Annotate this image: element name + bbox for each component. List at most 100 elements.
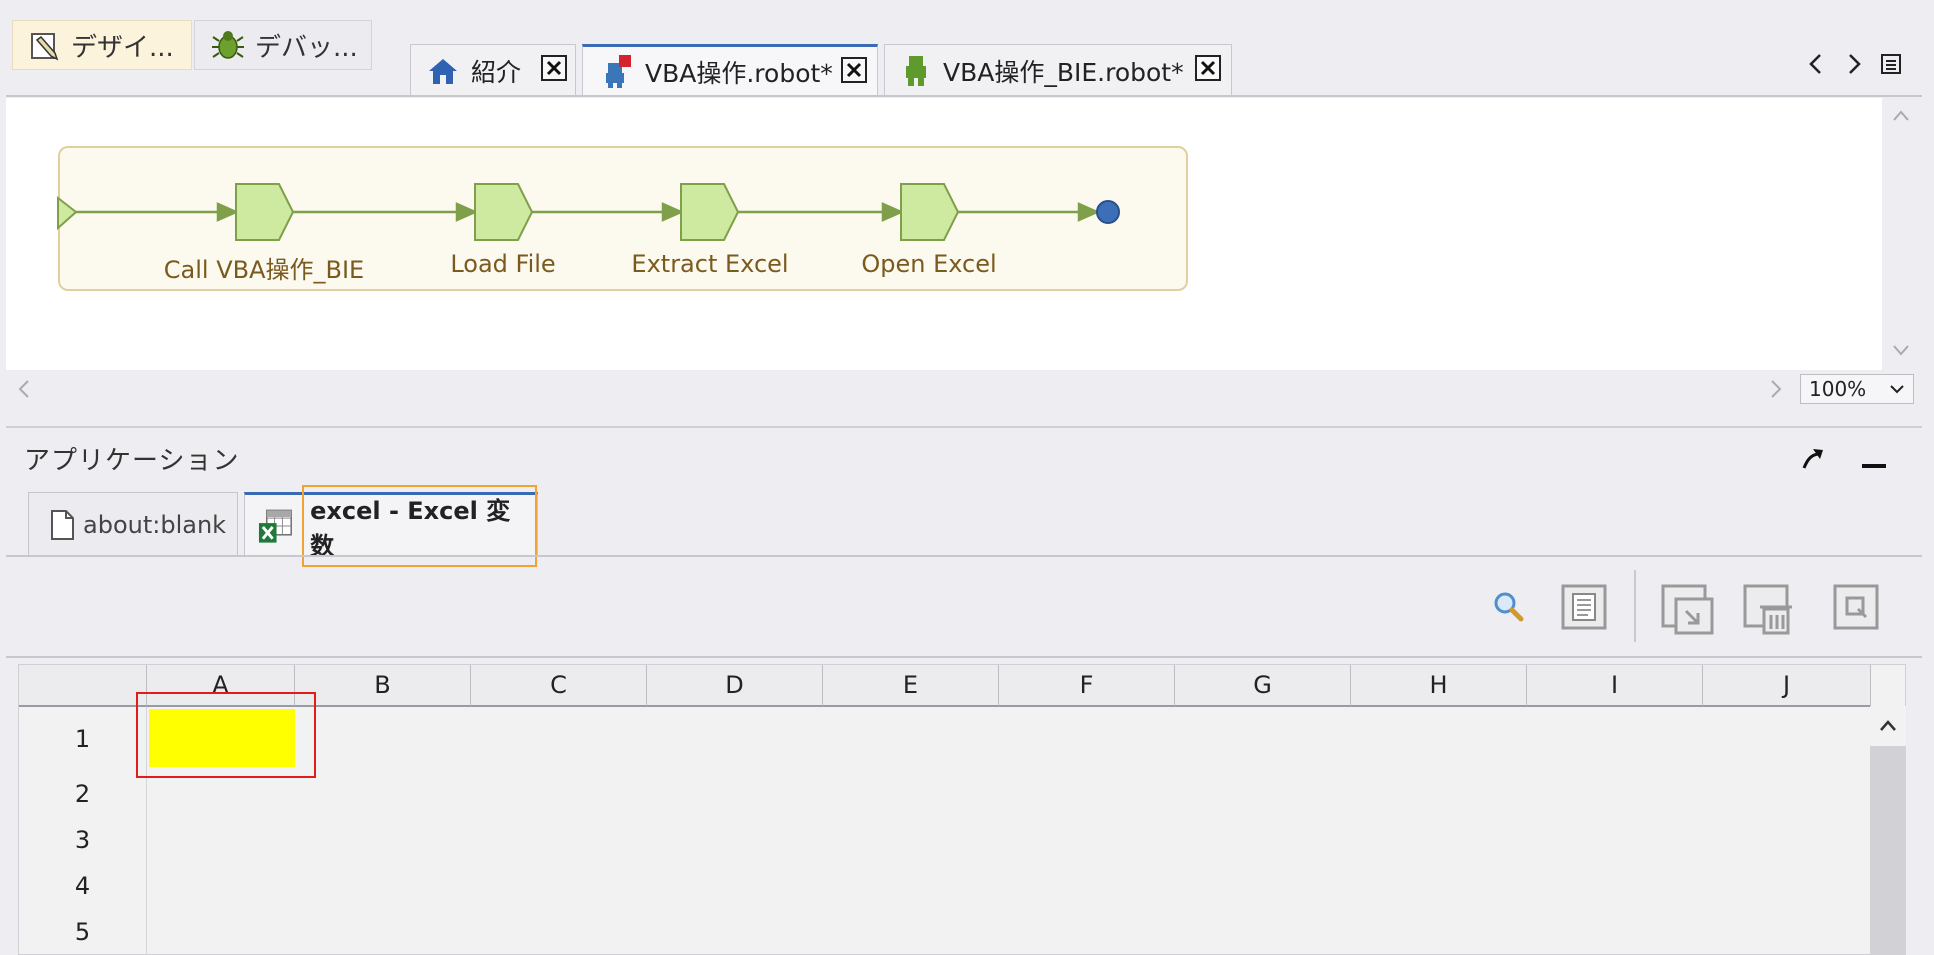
app-tab-excel-variable-label: excel - Excel 変数 xyxy=(302,484,537,567)
bug-icon xyxy=(212,31,244,59)
debug-perspective-label: デバッ... xyxy=(255,32,358,63)
tab-vba-robot-label: VBA操作.robot* xyxy=(645,58,833,88)
design-pencil-icon xyxy=(31,33,59,61)
flow-arrowhead xyxy=(661,202,685,222)
document-icon xyxy=(1561,584,1607,630)
flow-arrowhead xyxy=(881,202,905,222)
canvas-scroll-down-button[interactable] xyxy=(1890,340,1912,360)
spreadsheet-grid[interactable]: A B C D E F G H I J 1 2 3 4 5 xyxy=(18,664,1906,955)
row-header-4[interactable]: 4 xyxy=(19,863,147,909)
row-header-1[interactable]: 1 xyxy=(19,707,147,771)
flow-start-node xyxy=(57,195,78,231)
chevron-left-icon xyxy=(18,380,29,398)
tab-vba-robot[interactable]: VBA操作.robot* xyxy=(582,44,878,96)
column-header-f[interactable]: F xyxy=(999,665,1175,707)
row-header-2[interactable]: 2 xyxy=(19,771,147,817)
grid-vertical-scrollbar[interactable] xyxy=(1870,706,1906,955)
robot-icon xyxy=(906,55,926,86)
home-icon xyxy=(429,58,457,84)
step-node-call-vba-bie xyxy=(235,183,295,241)
list-menu-icon xyxy=(1881,54,1901,74)
page-icon xyxy=(51,509,74,540)
tab-scroll-left-button[interactable] xyxy=(1806,52,1826,76)
column-header-i[interactable]: I xyxy=(1527,665,1703,707)
view-document-button[interactable] xyxy=(1560,583,1608,631)
flow-end-node xyxy=(1096,200,1120,224)
app-tab-about-blank[interactable]: about:blank xyxy=(28,492,238,556)
debug-perspective-button[interactable]: デバッ... xyxy=(194,20,372,70)
insert-sheet-icon xyxy=(1661,584,1714,635)
flow-diagram xyxy=(57,183,1120,241)
tab-intro[interactable]: 紹介 xyxy=(410,44,576,96)
flow-arrowhead xyxy=(216,202,240,222)
flow-arrowhead xyxy=(1077,202,1101,222)
canvas-scroll-left-button[interactable] xyxy=(14,378,34,400)
tab-scroll-right-button[interactable] xyxy=(1844,52,1864,76)
column-header-c[interactable]: C xyxy=(471,665,647,707)
corner-header xyxy=(19,665,147,707)
delete-sheet-icon xyxy=(1743,584,1792,635)
chevron-left-icon xyxy=(1809,54,1821,74)
maximize-panel-button[interactable] xyxy=(1800,446,1826,472)
step-node-extract-excel xyxy=(680,183,740,241)
delete-sheet-button[interactable] xyxy=(1742,583,1798,637)
zoom-value: 100% xyxy=(1809,377,1867,401)
chevron-up-icon xyxy=(1880,720,1896,731)
column-header-e[interactable]: E xyxy=(823,665,999,707)
tab-vba-bie-robot[interactable]: VBA操作_BIE.robot* xyxy=(884,44,1232,96)
tab-vba-bie-robot-label: VBA操作_BIE.robot* xyxy=(943,57,1184,87)
grid-scrollbar-thumb[interactable] xyxy=(1870,746,1906,955)
minimize-icon xyxy=(1862,464,1886,468)
tab-vba-bie-robot-close-button[interactable] xyxy=(1195,55,1221,81)
app-tab-about-blank-label: about:blank xyxy=(83,510,227,539)
column-header-g[interactable]: G xyxy=(1175,665,1351,707)
step-node-open-excel xyxy=(900,183,960,241)
step-label-extract-excel[interactable]: Extract Excel xyxy=(631,250,789,278)
tab-list-menu-button[interactable] xyxy=(1880,52,1902,76)
canvas-scroll-up-button[interactable] xyxy=(1890,106,1912,126)
panel-divider xyxy=(6,426,1922,428)
step-node-load-file xyxy=(474,183,534,241)
insert-sheet-button[interactable] xyxy=(1660,583,1716,637)
close-icon xyxy=(846,62,862,78)
flow-arrowhead xyxy=(455,202,479,222)
step-label-call-vba-bie[interactable]: Call VBA操作_BIE xyxy=(163,256,365,284)
chevron-down-icon xyxy=(1893,345,1909,356)
column-header-d[interactable]: D xyxy=(647,665,823,707)
design-perspective-label: デザイ... xyxy=(71,32,174,63)
chevron-up-icon xyxy=(1893,110,1909,121)
minimize-panel-button[interactable] xyxy=(1860,454,1888,474)
tab-bar-divider xyxy=(6,95,1922,97)
application-panel-title: アプリケーション xyxy=(24,446,240,476)
cell-a1[interactable] xyxy=(149,709,295,767)
excel-icon xyxy=(258,509,292,543)
chevron-down-icon xyxy=(1890,385,1904,394)
cell-selection-outline xyxy=(136,692,316,778)
zoom-sheet-button[interactable] xyxy=(1832,583,1880,631)
robot-icon xyxy=(606,54,631,88)
close-icon xyxy=(1200,60,1216,76)
toolbar-separator xyxy=(1634,570,1636,642)
chevron-right-icon xyxy=(1771,380,1782,398)
chevron-right-icon xyxy=(1849,54,1861,74)
app-tab-excel-variable[interactable]: excel - Excel 変数 xyxy=(244,484,538,567)
step-label-open-excel[interactable]: Open Excel xyxy=(861,250,997,278)
column-header-h[interactable]: H xyxy=(1351,665,1527,707)
zoom-sheet-icon xyxy=(1833,584,1879,630)
design-perspective-button[interactable]: デザイ... xyxy=(12,20,192,70)
toolbar-divider xyxy=(6,656,1922,658)
tab-intro-label: 紹介 xyxy=(471,57,522,87)
zoom-select[interactable]: 100% xyxy=(1800,374,1914,404)
canvas-scroll-right-button[interactable] xyxy=(1766,378,1786,400)
tab-intro-close-button[interactable] xyxy=(541,55,567,81)
maximize-arrow-icon xyxy=(1802,449,1823,469)
step-label-load-file[interactable]: Load File xyxy=(450,250,556,278)
row-header-5[interactable]: 5 xyxy=(19,909,147,954)
row-header-3[interactable]: 3 xyxy=(19,817,147,863)
app-tab-divider xyxy=(6,555,1922,557)
close-icon xyxy=(546,60,562,76)
find-button[interactable] xyxy=(1492,590,1526,624)
column-header-j[interactable]: J xyxy=(1703,665,1871,707)
column-header-b[interactable]: B xyxy=(295,665,471,707)
tab-vba-robot-close-button[interactable] xyxy=(841,57,867,83)
